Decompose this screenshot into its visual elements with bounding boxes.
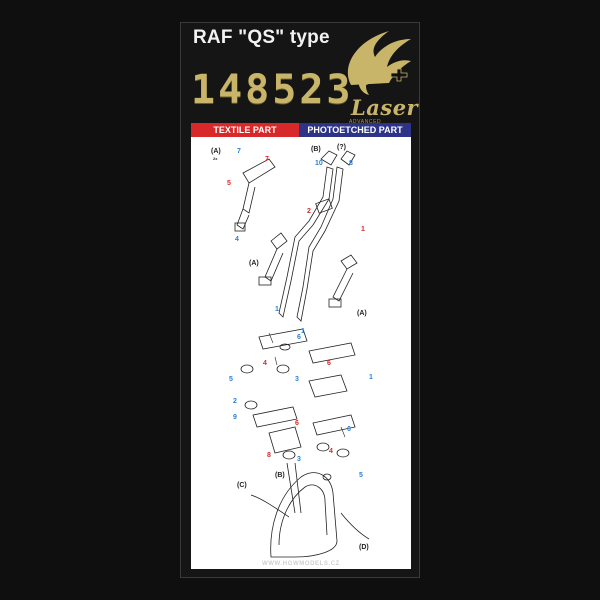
label-5a: 5 xyxy=(227,180,231,187)
label-10: 10 xyxy=(315,160,323,167)
label-A-right: (A) xyxy=(357,310,367,317)
label-A-mid: (A) xyxy=(249,260,259,267)
label-8b: 8 xyxy=(267,452,271,459)
label-D: (D) xyxy=(359,544,369,551)
label-9: 9 xyxy=(233,414,237,421)
winged-eagle-icon xyxy=(347,31,411,95)
label-C: (C) xyxy=(237,482,247,489)
label-B-top: (B) xyxy=(311,146,321,153)
label-q-top: (?) xyxy=(337,144,346,151)
label-7b: 7 xyxy=(265,156,269,163)
product-number: 148523 xyxy=(191,67,354,113)
label-2a: 2 xyxy=(307,208,311,215)
label-7a: 7 xyxy=(237,148,241,155)
label-8a: 8 xyxy=(349,160,353,167)
label-2b: 2 xyxy=(233,398,237,405)
label-4c: 4 xyxy=(329,448,333,455)
label-6c: 6 xyxy=(295,420,299,427)
label-A-top: (A) xyxy=(211,148,221,155)
label-1a: 1 xyxy=(361,226,365,233)
label-B-bottom: (B) xyxy=(275,472,285,479)
iron-cross-icon xyxy=(390,68,408,82)
website-footer: WWW.HGWMODELS.CZ xyxy=(262,561,340,567)
label-4b: 4 xyxy=(263,360,267,367)
label-6d: 6 xyxy=(347,426,351,433)
product-title: RAF "QS" type xyxy=(193,27,330,48)
tab-textile-part: TEXTILE PART xyxy=(191,123,299,137)
label-6a: 6 xyxy=(297,334,301,341)
label-1b: 1 xyxy=(275,306,279,313)
label-1c: 1 xyxy=(301,328,305,335)
label-1d: 1 xyxy=(369,374,373,381)
label-4a: 4 xyxy=(235,236,239,243)
label-A-top-mult: 2x xyxy=(213,156,218,161)
logo-word: Laser xyxy=(351,95,419,120)
tab-photoetched-part: PHOTOETCHED PART xyxy=(299,123,411,137)
product-card: RAF "QS" type 148523 Laser ADVANCED TECH… xyxy=(180,22,420,578)
label-3b: 3 xyxy=(297,456,301,463)
label-6b: 6 xyxy=(327,360,331,367)
label-5c: 5 xyxy=(359,472,363,479)
label-3a: 3 xyxy=(295,376,299,383)
instruction-sheet: (A) 2x (B) (?) 7 7 5 4 10 8 2 1 (A) (A) … xyxy=(191,137,411,569)
label-5b: 5 xyxy=(229,376,233,383)
assembly-diagram: (A) 2x (B) (?) 7 7 5 4 10 8 2 1 (A) (A) … xyxy=(211,144,373,558)
